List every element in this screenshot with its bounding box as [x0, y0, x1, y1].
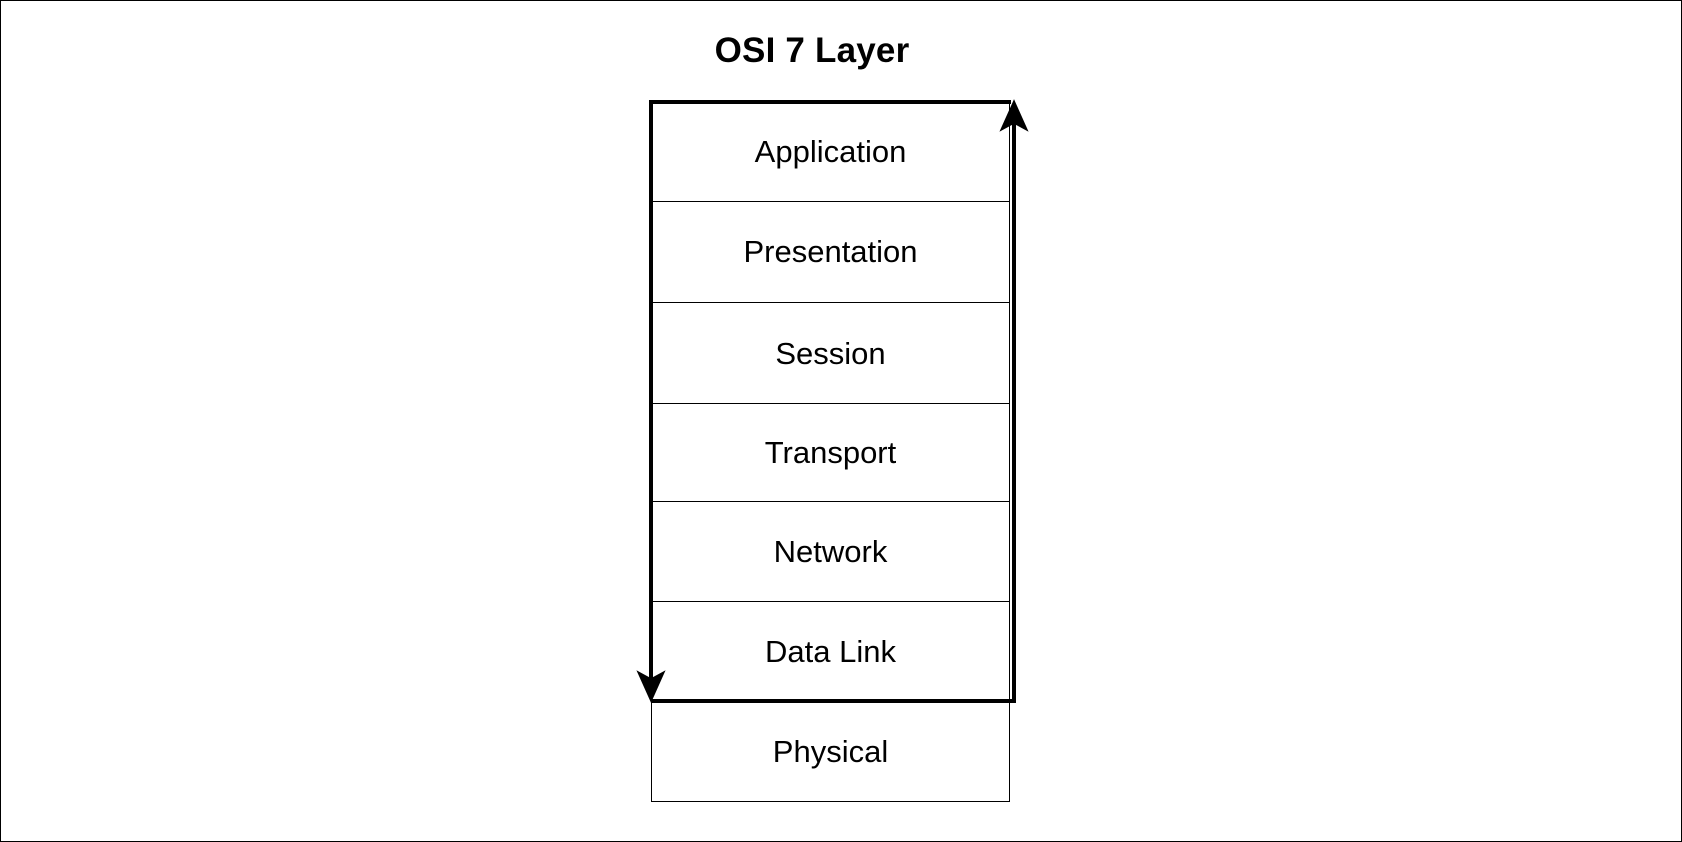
layer-label: Data Link	[765, 634, 896, 669]
layer-label: Physical	[772, 733, 889, 769]
layer-transport: Transport	[651, 403, 1010, 503]
layer-application: Application	[651, 101, 1010, 202]
layer-presentation: Presentation	[651, 201, 1010, 303]
layer-label: Application	[754, 133, 907, 169]
layer-label: Presentation	[743, 234, 918, 269]
layer-label: Network	[773, 534, 888, 569]
layer-network: Network	[651, 501, 1010, 603]
layer-physical: Physical	[651, 701, 1010, 802]
layer-session: Session	[651, 302, 1010, 405]
layer-label: Session	[775, 335, 886, 371]
layer-data-link: Data Link	[651, 601, 1010, 703]
layer-label: Transport	[764, 435, 897, 470]
diagram-title: OSI 7 Layer	[714, 31, 910, 70]
